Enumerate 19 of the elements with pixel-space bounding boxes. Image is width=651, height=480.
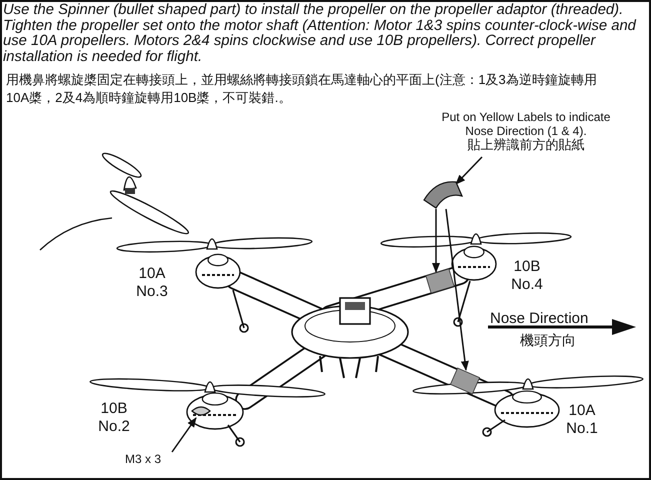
propeller-label: 10B No.2 xyxy=(97,400,131,436)
direction-label: Nose Direction xyxy=(490,310,590,327)
propeller-label: 10A No.1 xyxy=(565,402,599,438)
instruction-text: Use the Spinner (bullet shaped part) to install the propeller on the propeller adaptor (threaded). Tighten the propeller set onto the motor shaft (Attention: Motor 1&3 spins counter-clock-wise and use 10A propellers. Motors 2&4 spins clockwise and use 10B propellers). Correct propeller installation is needed for flight. xyxy=(3,3,638,65)
callout-text: 貼上辨識前方的貼紙 xyxy=(466,138,584,152)
label-band xyxy=(450,367,480,395)
sticker xyxy=(422,178,464,210)
label-band xyxy=(425,268,455,294)
arrow xyxy=(445,208,469,371)
arrow xyxy=(455,156,483,185)
direction-label: 機頭方向 xyxy=(520,332,577,350)
screw-label: M3 x 3 xyxy=(125,452,185,468)
callout-text: Put on Yellow Labels to indicate Nose Direction (1 & 4). xyxy=(440,110,612,138)
arrow xyxy=(171,417,197,452)
motor-mount xyxy=(190,404,212,418)
propeller-label: 10B No.4 xyxy=(510,258,544,294)
propeller-label: 10A No.3 xyxy=(135,265,169,301)
instruction-text: 用機鼻將螺旋槳固定在轉接頭上，並用螺絲將轉接頭鎖在馬達軸心的平面上(注意：1及3為逆時鐘旋轉用10A槳，2及4為順時鐘旋轉用10B槳，不可裝錯.。 xyxy=(6,71,598,107)
arrow xyxy=(432,209,440,273)
